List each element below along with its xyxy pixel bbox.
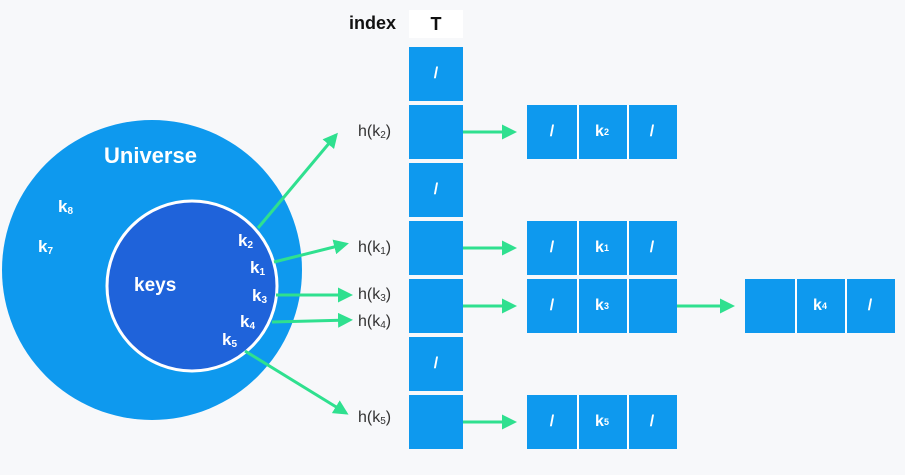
key-label: k1	[250, 258, 266, 278]
outside-key-label: k7	[38, 237, 54, 257]
table-slot	[409, 105, 463, 159]
node-next-text: /	[867, 297, 873, 314]
node-divider	[577, 221, 579, 275]
table-slot-text	[409, 395, 463, 449]
node-divider	[627, 279, 629, 333]
node-divider	[577, 279, 579, 333]
hash-label: h(k5)	[358, 409, 392, 427]
node-next-text: /	[649, 413, 655, 430]
table-slot	[409, 395, 463, 449]
node-divider	[845, 279, 847, 333]
key-hash-arrow	[271, 312, 353, 328]
table-slot-text: /	[433, 355, 439, 372]
table-slot	[409, 279, 463, 333]
table-slot-text	[409, 221, 463, 275]
table-label: T	[430, 13, 442, 34]
hash-label: h(k4)	[358, 313, 392, 331]
key-label: k2	[238, 231, 254, 251]
node-divider	[577, 395, 579, 449]
table-slot: /	[409, 47, 463, 101]
key-hash-arrow	[256, 132, 338, 229]
table-slot-text	[409, 105, 463, 159]
index-header: index	[349, 13, 397, 33]
hash-label: h(k2)	[358, 123, 392, 141]
node-prev-text: /	[549, 239, 555, 256]
table-slot-text	[409, 279, 463, 333]
table-slot-text: /	[433, 181, 439, 198]
node-divider	[627, 105, 629, 159]
keys-label: keys	[134, 275, 177, 296]
hash-label: h(k1)	[358, 239, 392, 257]
node-divider	[627, 221, 629, 275]
node-next-text: /	[649, 239, 655, 256]
node-next-text	[627, 279, 677, 333]
table-slot	[409, 221, 463, 275]
key-label: k5	[222, 330, 238, 350]
hash-label: h(k3)	[358, 286, 392, 304]
node-divider	[627, 395, 629, 449]
node-prev-text: /	[549, 123, 555, 140]
key-label: k3	[252, 286, 268, 306]
table-header: T	[409, 10, 463, 38]
universe-label: Universe	[104, 143, 197, 168]
node-divider	[795, 279, 797, 333]
node-next-text: /	[649, 123, 655, 140]
key-label: k4	[240, 312, 256, 332]
node-prev-text	[745, 279, 795, 333]
node-prev-text: /	[549, 413, 555, 430]
outside-key-label: k8	[58, 197, 74, 217]
node-divider	[577, 105, 579, 159]
node-prev-text: /	[549, 297, 555, 314]
table-slot: /	[409, 337, 463, 391]
key-hash-arrow	[273, 239, 349, 264]
key-hash-arrow	[244, 349, 349, 415]
table-slot-text: /	[433, 65, 439, 82]
table-slot: /	[409, 163, 463, 217]
keys-circle	[105, 199, 279, 373]
